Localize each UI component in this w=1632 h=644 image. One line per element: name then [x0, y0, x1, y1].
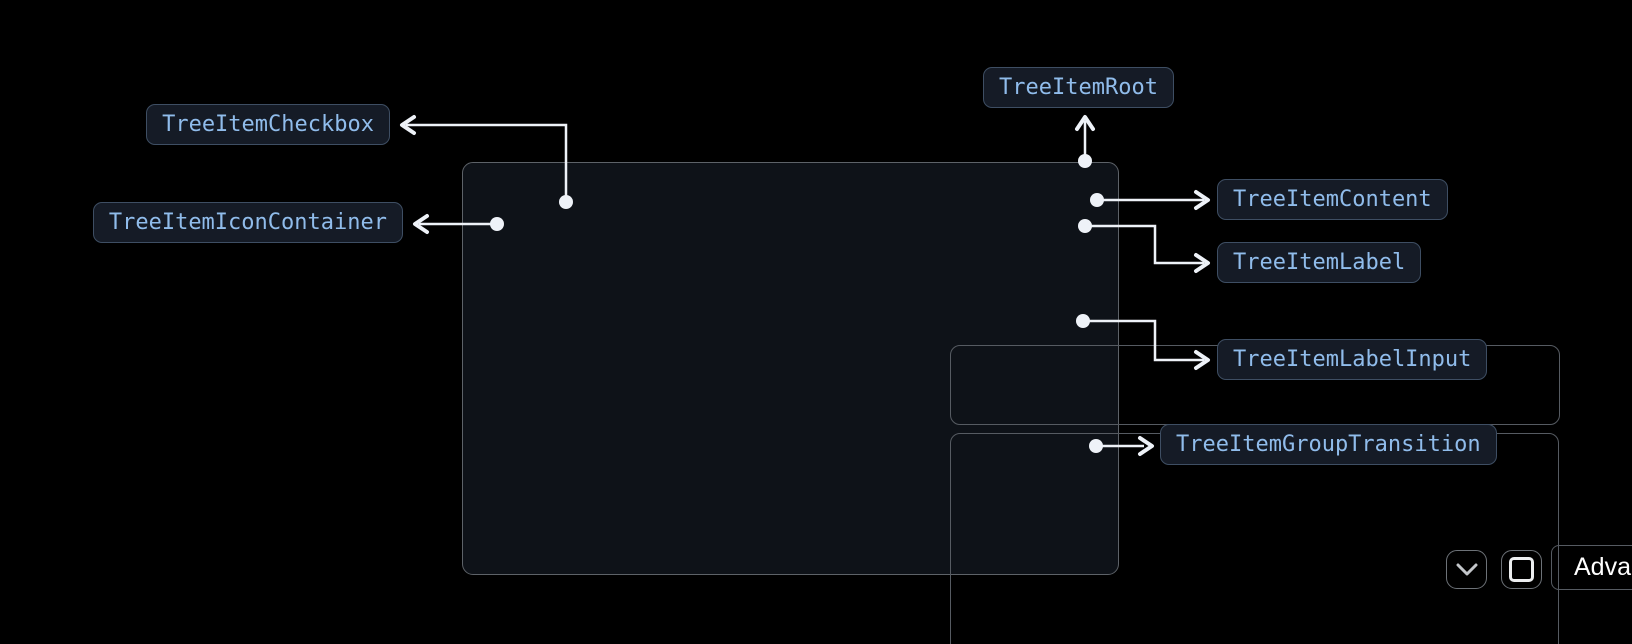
tree-item-icon-container[interactable] — [1446, 550, 1487, 589]
annotation-chip-checkbox: TreeItemCheckbox — [146, 104, 390, 145]
annotation-chip-label-input: TreeItemLabelInput — [1217, 339, 1488, 380]
tree-item-label-box: Advanced components — [1551, 545, 1632, 590]
annotation-chip-group-transition: TreeItemGroupTransition — [1160, 424, 1497, 465]
annotation-chip-label: TreeItemLabel — [1217, 242, 1422, 283]
annotation-chip-icon-container: TreeItemIconContainer — [92, 202, 403, 243]
annotation-chip-root: TreeItemRoot — [983, 67, 1174, 108]
annotation-chip-content: TreeItemContent — [1217, 179, 1448, 220]
chevron-down-icon — [1456, 563, 1477, 576]
tree-item-label-text: Advanced components — [1574, 553, 1632, 581]
tree-item-checkbox-container[interactable] — [1501, 550, 1542, 589]
checkbox-unchecked-icon[interactable] — [1509, 557, 1534, 582]
tree-item-root-box: Advanced components Data Grid Charts Dat… — [462, 162, 1632, 644]
